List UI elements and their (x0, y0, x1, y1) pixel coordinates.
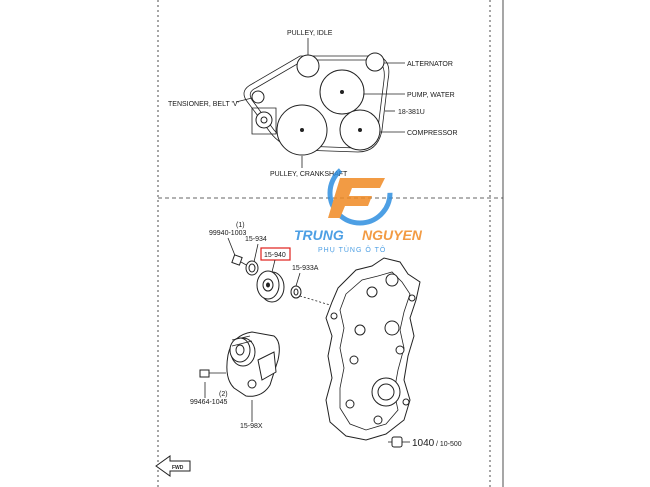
label-belt: 18-381U (398, 109, 425, 116)
label-alternator: ALTERNATOR (407, 61, 453, 68)
engine-front-cover (325, 257, 421, 441)
label-pulley-idle: PULLEY, IDLE (287, 30, 333, 37)
brand-watermark: TRUNG NGUYEN PHỤ TÙNG Ô TÔ (294, 160, 423, 254)
label-tensioner: TENSIONER, BELT 'V' (168, 101, 239, 108)
tensioner-upper-pulley (251, 90, 265, 104)
label-callout-2: (2) (219, 391, 228, 398)
leader-15940 (271, 259, 276, 273)
front-direction-arrow: FWD (155, 455, 191, 477)
highlight-15-940 (260, 247, 291, 261)
bolt-99464 (199, 369, 226, 378)
v-belt-inner (249, 59, 385, 149)
alternator-pulley (365, 52, 385, 72)
logo-f-mark (328, 178, 385, 218)
compressor-hub (358, 128, 362, 132)
label-pulley-crankshaft: PULLEY, CRANKSHAFT (270, 171, 348, 178)
exploded-parts-diagram: (1) 99940-1003 15-934 15-940 15-933A (2)… (155, 222, 462, 477)
brand-name-part2: NGUYEN (362, 227, 423, 243)
water-pump-hub (340, 90, 344, 94)
brand-tagline: PHỤ TÙNG Ô TÔ (318, 245, 386, 254)
tensioner-hub (260, 116, 268, 124)
label-pump-water: PUMP, WATER (407, 92, 455, 99)
belt-routing-diagram: PULLEY, IDLE ALTERNATOR PUMP, WATER TENS… (168, 30, 458, 178)
belt-tensioner-15-98x (226, 331, 280, 397)
seal-1040 (388, 436, 403, 448)
crankshaft-hub (300, 128, 304, 132)
v-belt (243, 55, 390, 153)
cap-15934 (245, 260, 259, 276)
spacer-15933a (290, 285, 302, 299)
label-15-940: 15-940 (264, 252, 286, 259)
leader-15934 (253, 243, 259, 263)
label-10-500: / 10-500 (436, 441, 462, 448)
label-callout-1: (1) (236, 222, 245, 229)
label-99464-1045: 99464-1045 (190, 399, 227, 406)
bolt-99940 (231, 254, 249, 267)
tensioner-bracket (251, 107, 277, 135)
label-1040: 1040 (412, 438, 435, 449)
label-15-934: 15-934 (245, 236, 267, 243)
idle-pulley (296, 54, 320, 78)
label-15-98x: 15-98X (240, 423, 263, 430)
label-compressor: COMPRESSOR (407, 130, 458, 137)
brand-name-part1: TRUNG (294, 227, 344, 243)
leader-15933a (295, 272, 301, 287)
axis-line (299, 295, 331, 306)
leader-tensioner (235, 97, 253, 103)
label-fwd: FWD (172, 465, 184, 471)
logo-ring (327, 160, 393, 226)
label-15-933a: 15-933A (292, 265, 319, 272)
label-99940-1003: 99940-1003 (209, 230, 246, 237)
idler-pulley-15940 (256, 270, 285, 303)
